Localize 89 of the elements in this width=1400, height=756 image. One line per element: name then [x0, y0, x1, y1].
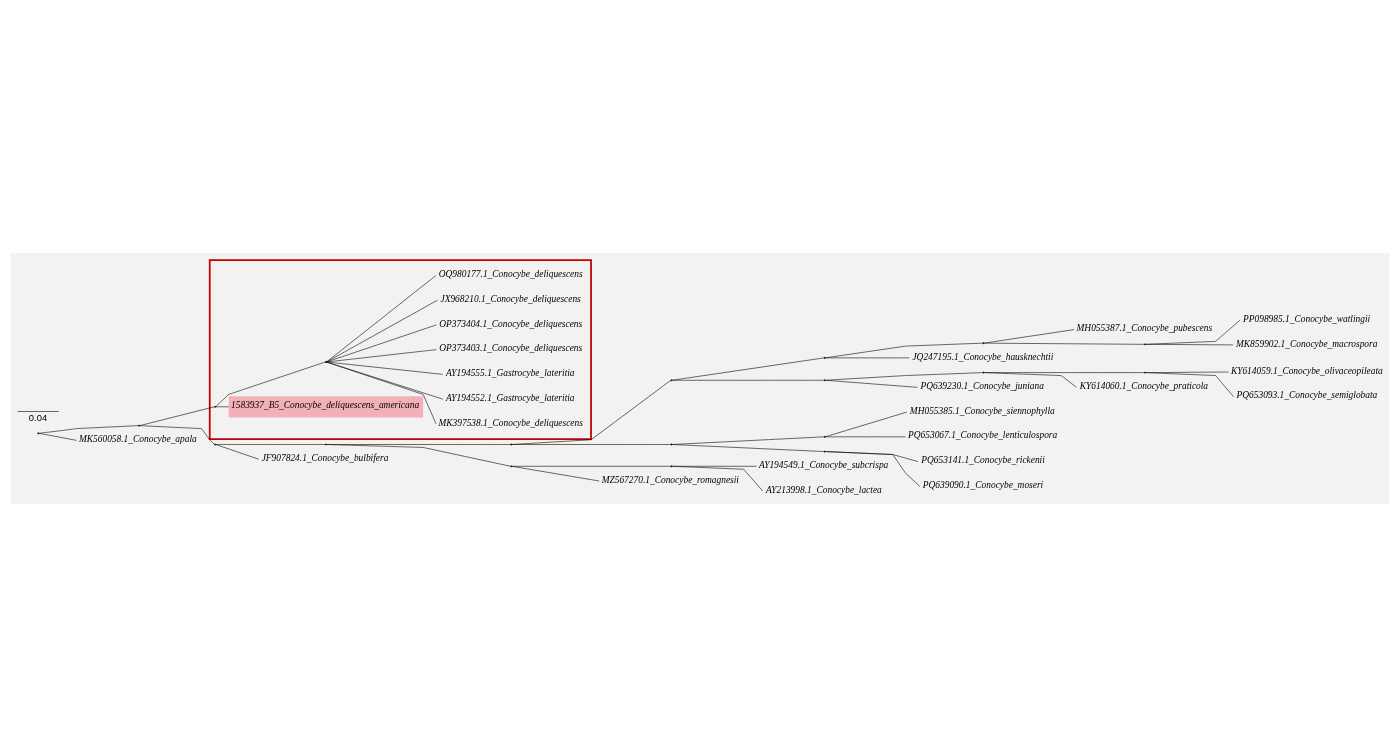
connector	[326, 299, 438, 362]
connector	[1145, 319, 1241, 345]
node-text: MK397538.1_Conocybe_deliquescens	[438, 417, 583, 428]
connector	[825, 411, 908, 437]
node-point	[324, 443, 327, 445]
node-point	[670, 443, 673, 445]
connector	[511, 443, 672, 445]
node-text: KY614059.1_Conocybe_olivaceopileata	[1230, 365, 1383, 376]
node-text: MK560058.1_Conocybe_apala	[78, 433, 197, 444]
connector	[671, 436, 825, 445]
node-box: 1583937_B5_Conocybe_deliquescens_americana	[228, 395, 424, 417]
connector	[983, 371, 1145, 373]
node-text: JX968210.1_Conocybe_deliquescens	[440, 293, 581, 304]
connector	[1145, 371, 1229, 373]
node-text: KY614060.1_Conocybe_praticola	[1079, 380, 1209, 391]
connector	[139, 406, 215, 426]
connector	[215, 443, 260, 459]
connector	[1145, 343, 1234, 345]
node-point	[510, 443, 513, 445]
connector	[983, 342, 1145, 345]
connector	[671, 357, 825, 381]
connector	[326, 324, 437, 362]
node-point	[982, 341, 985, 344]
node-text: PQ653067.1_Conocybe_lenticulospora	[908, 429, 1058, 440]
connector	[38, 424, 139, 434]
connector	[326, 348, 437, 362]
connector	[671, 465, 764, 491]
connector	[825, 371, 984, 381]
connector	[671, 465, 757, 467]
node-text: MK859902.1_Conocybe_macrospora	[1235, 338, 1378, 349]
node-point	[823, 356, 826, 359]
connector	[326, 443, 511, 467]
node-text: JQ247195.1_Conocybe_hausknechtii	[912, 351, 1054, 362]
connector	[983, 328, 1075, 343]
connector	[326, 361, 437, 424]
connector	[825, 450, 921, 487]
node-point	[214, 443, 216, 445]
node-text: MH055387.1_Conocybe_pubescens	[1076, 322, 1213, 333]
connector	[38, 432, 77, 441]
node-point	[1143, 342, 1146, 345]
node-text: JF907824.1_Conocybe_bulbifera	[261, 452, 389, 463]
node-text: PQ639230.1_Conocybe_juniana	[920, 380, 1044, 391]
connector	[215, 361, 326, 407]
node-text: AY194549.1_Conocybe_subcrispa	[758, 459, 889, 470]
node-text: OP373403.1_Conocybe_deliquescens	[439, 342, 583, 353]
connector	[671, 443, 825, 452]
connector	[825, 450, 919, 462]
node-point	[670, 378, 673, 381]
node-text: AY213998.1_Conocybe_lactea	[766, 484, 882, 495]
connector	[825, 436, 906, 437]
connector	[511, 379, 672, 445]
node-text: PQ653093.1_Conocybe_semiglobata	[1236, 389, 1378, 400]
node-point	[670, 464, 673, 467]
connector	[139, 424, 215, 445]
connector	[326, 274, 437, 362]
node-point	[324, 360, 327, 363]
connector	[825, 379, 918, 388]
connector	[326, 361, 444, 399]
connector	[1145, 371, 1234, 397]
node-text: OQ980177.1_Conocybe_deliquescens	[438, 268, 583, 279]
node-text: PQ653141.1_Conocybe_rickenii	[921, 454, 1045, 465]
connector	[511, 465, 600, 481]
node-text: AY194552.1_Gastrocybe_lateritia	[446, 392, 575, 403]
node-point	[823, 435, 826, 438]
connector	[215, 406, 229, 407]
connector	[825, 357, 910, 358]
node-text: PQ639090.1_Conocybe_moseri	[922, 479, 1044, 490]
connector	[326, 361, 444, 375]
label: 0.04	[28, 411, 48, 423]
connector	[983, 371, 1077, 388]
connector	[326, 443, 511, 445]
cluster	[208, 258, 592, 440]
node-point	[982, 371, 985, 374]
node-text: PP098985.1_Conocybe_watlingii	[1243, 313, 1371, 324]
node-point	[138, 424, 140, 427]
node-text: MZ567270.1_Conocybe_romagnesii	[601, 474, 739, 485]
node-point	[823, 378, 826, 381]
node-text: MH055385.1_Conocybe_siennophylla	[909, 405, 1055, 416]
connector	[671, 379, 825, 381]
node-point	[37, 431, 40, 434]
connector	[825, 342, 984, 358]
node-point	[823, 450, 826, 452]
node-text: AY194555.1_Gastrocybe_lateritia	[446, 367, 575, 378]
node-point	[1143, 371, 1146, 374]
node-point	[510, 464, 513, 467]
node-text: OP373404.1_Conocybe_deliquescens	[439, 318, 583, 329]
connector	[511, 465, 672, 467]
connector	[215, 443, 326, 445]
node-point	[214, 405, 216, 408]
